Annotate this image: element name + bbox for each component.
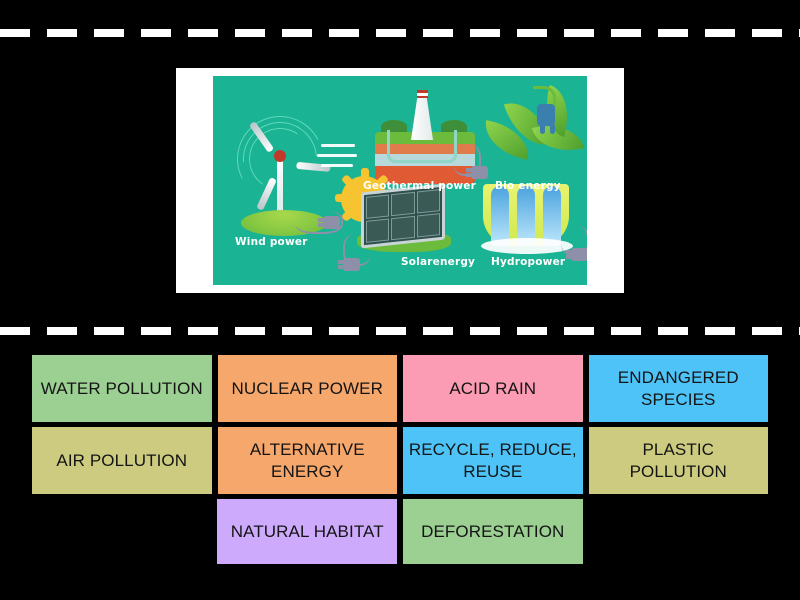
bush-icon	[441, 120, 467, 133]
tile-natural-habitat[interactable]: NATURAL HABITAT	[217, 499, 397, 564]
tower-stripe	[417, 90, 428, 98]
wind-swoosh-icon	[317, 154, 357, 157]
power-cord	[561, 226, 587, 256]
tile-water-pollution[interactable]: WATER POLLUTION	[32, 355, 212, 422]
label-hydropower: Hydropower	[491, 256, 566, 268]
solar-cell	[366, 194, 390, 219]
tile-recycle-reduce-reuse[interactable]: RECYCLE, REDUCE, REUSE	[403, 427, 583, 494]
label-bio-energy: Bio energy	[495, 180, 561, 192]
middle-divider	[0, 327, 800, 335]
label-geothermal-power: Geothermal power	[363, 180, 476, 192]
solar-cell	[416, 213, 440, 238]
solar-cell	[391, 215, 415, 241]
power-cord	[343, 234, 371, 266]
tile-nuclear-power[interactable]: NUCLEAR POWER	[217, 355, 397, 422]
tile-endangered-species[interactable]: ENDANGERED SPECIES	[588, 355, 768, 422]
water-foam	[481, 238, 573, 254]
tile-row: AIR POLLUTION ALTERNATIVE ENERGY RECYCLE…	[32, 427, 768, 494]
geothermal-power-graphic	[361, 88, 491, 208]
hydropower-graphic	[475, 180, 587, 280]
tile-plastic-pollution[interactable]: PLASTIC POLLUTION	[588, 427, 768, 494]
solar-cell	[416, 189, 440, 214]
power-cord	[453, 144, 481, 176]
tile-deforestation[interactable]: DEFORESTATION	[403, 499, 583, 564]
solar-cell	[366, 218, 390, 243]
plug-prong	[540, 125, 545, 134]
water-fall	[517, 186, 535, 246]
label-solar-energy: Solarenergy	[401, 256, 476, 268]
top-divider	[0, 29, 800, 37]
wind-swoosh-icon	[321, 164, 353, 167]
power-plug-icon	[537, 104, 555, 126]
renewable-energy-illustration: Wind power Geothermal power Bio energy S…	[213, 76, 587, 285]
answer-tile-board: WATER POLLUTION NUCLEAR POWER ACID RAIN …	[32, 355, 768, 569]
tile-slot-empty	[589, 499, 768, 500]
power-cord	[295, 210, 343, 234]
solar-energy-graphic	[335, 168, 475, 282]
tile-slot-empty	[32, 499, 211, 500]
solar-panel	[361, 183, 445, 249]
tile-alternative-energy[interactable]: ALTERNATIVE ENERGY	[217, 427, 397, 494]
tile-row: NATURAL HABITAT DEFORESTATION	[32, 499, 768, 564]
solar-cell	[391, 191, 415, 217]
bush-icon	[381, 120, 407, 133]
steam-pipe	[387, 130, 457, 163]
bio-energy-graphic	[480, 82, 586, 192]
water-fall	[543, 186, 561, 246]
question-image-card: Wind power Geothermal power Bio energy S…	[176, 68, 624, 293]
water-fall	[491, 186, 509, 246]
tile-row: WATER POLLUTION NUCLEAR POWER ACID RAIN …	[32, 355, 768, 422]
turbine-mast	[277, 154, 283, 216]
tile-acid-rain[interactable]: ACID RAIN	[403, 355, 583, 422]
plant-stem	[533, 86, 556, 109]
tile-air-pollution[interactable]: AIR POLLUTION	[32, 427, 212, 494]
wind-swoosh-icon	[321, 144, 355, 147]
cooling-tower	[411, 92, 433, 140]
plug-prong	[550, 125, 555, 134]
turbine-hub	[274, 150, 286, 162]
wind-power-graphic	[221, 104, 361, 250]
label-wind-power: Wind power	[235, 236, 308, 248]
